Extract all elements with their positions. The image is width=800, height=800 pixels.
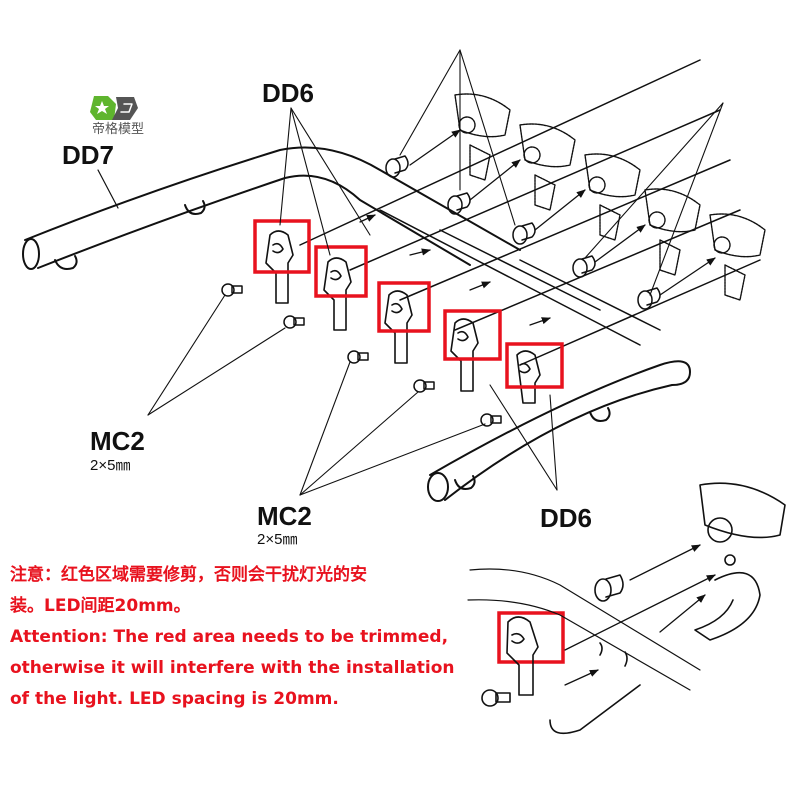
lamp-units xyxy=(454,93,766,301)
label-dd7: DD7 xyxy=(62,140,115,170)
screw xyxy=(413,379,435,393)
bracket xyxy=(516,350,541,404)
trim-box xyxy=(314,245,368,298)
lamp-unit xyxy=(644,188,701,276)
screws xyxy=(221,283,502,427)
bracket xyxy=(323,257,352,331)
frame-grid xyxy=(299,59,761,366)
logo-text: 帝格模型 xyxy=(92,122,145,137)
note-en-line2: otherwise it will interfere with the ins… xyxy=(10,658,455,678)
trim-box xyxy=(505,342,564,389)
note-cn-line2: 装。LED间距20mm。 xyxy=(10,596,191,616)
bracket xyxy=(384,290,413,364)
lamp-unit xyxy=(709,213,766,301)
label-dd6-top: DD6 xyxy=(262,78,315,108)
trim-box xyxy=(443,309,502,361)
bracket xyxy=(265,230,294,304)
screw xyxy=(221,283,243,297)
screw xyxy=(347,350,369,364)
label-mc2-left-size: 2×5㎜ xyxy=(90,457,131,474)
inset-detail xyxy=(467,482,786,735)
note-en-line3: of the light. LED spacing is 20mm. xyxy=(10,689,339,709)
brackets xyxy=(265,230,541,404)
bar-dd7 xyxy=(22,146,521,270)
bushing xyxy=(385,155,409,178)
trim-highlights xyxy=(253,219,565,664)
bracket xyxy=(450,318,479,392)
lamp-unit xyxy=(519,123,576,211)
screw xyxy=(480,413,502,427)
bar-front xyxy=(427,360,691,502)
assembly-arrows xyxy=(359,129,716,326)
label-mc2-center: MC2 xyxy=(257,501,312,531)
note-cn-line1: 注意：红色区域需要修剪，否则会干扰灯光的安 xyxy=(10,565,367,585)
trim-box xyxy=(253,219,311,274)
trim-box xyxy=(377,281,431,333)
bushings xyxy=(385,155,661,310)
label-mc2-center-size: 2×5㎜ xyxy=(257,531,298,548)
bushing xyxy=(512,222,536,245)
note-en-line1: Attention: The red area needs to be trim… xyxy=(10,627,449,647)
leader-lines xyxy=(147,49,724,496)
lamp-unit xyxy=(454,93,511,181)
trim-box xyxy=(497,611,565,664)
label-mc2-left: MC2 xyxy=(90,426,145,456)
label-dd6-right: DD6 xyxy=(540,503,593,533)
screw xyxy=(283,315,305,329)
lamp-unit xyxy=(584,153,641,241)
brand-logo xyxy=(90,96,138,120)
bushing xyxy=(572,255,596,278)
